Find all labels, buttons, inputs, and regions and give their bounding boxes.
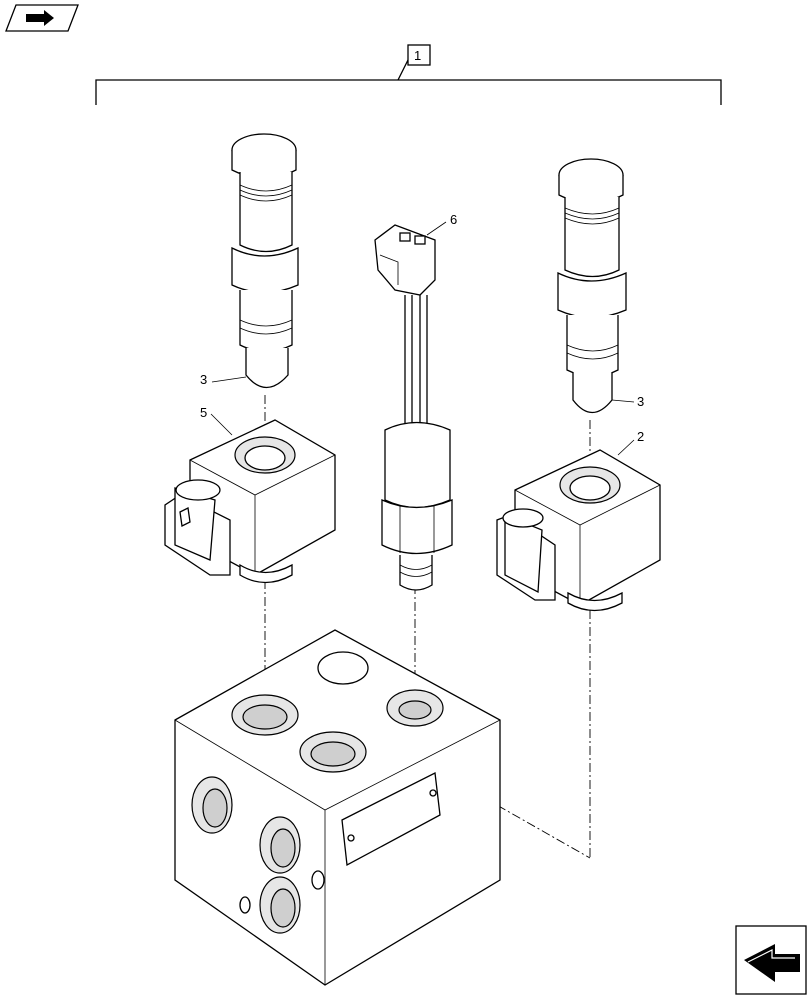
callout-3-left: 3 xyxy=(200,372,207,387)
valve-block xyxy=(174,629,501,986)
solenoid-coil-left xyxy=(164,419,336,584)
solenoid-cartridge-right xyxy=(557,158,627,414)
book-arrow-icon[interactable] xyxy=(5,4,79,32)
callout-1: 1 xyxy=(414,48,421,63)
callout-2: 2 xyxy=(637,429,644,444)
callout-5: 5 xyxy=(200,405,207,420)
callouts: 3 3 5 2 6 xyxy=(200,212,644,456)
callout-6: 6 xyxy=(450,212,457,227)
pressure-switch xyxy=(374,224,453,591)
callout-3-right: 3 xyxy=(637,394,644,409)
solenoid-coil-right xyxy=(496,449,661,612)
next-page-arrow-icon[interactable] xyxy=(735,925,807,995)
assembly-bracket: 1 xyxy=(95,44,722,105)
solenoid-cartridge-left xyxy=(231,133,299,389)
